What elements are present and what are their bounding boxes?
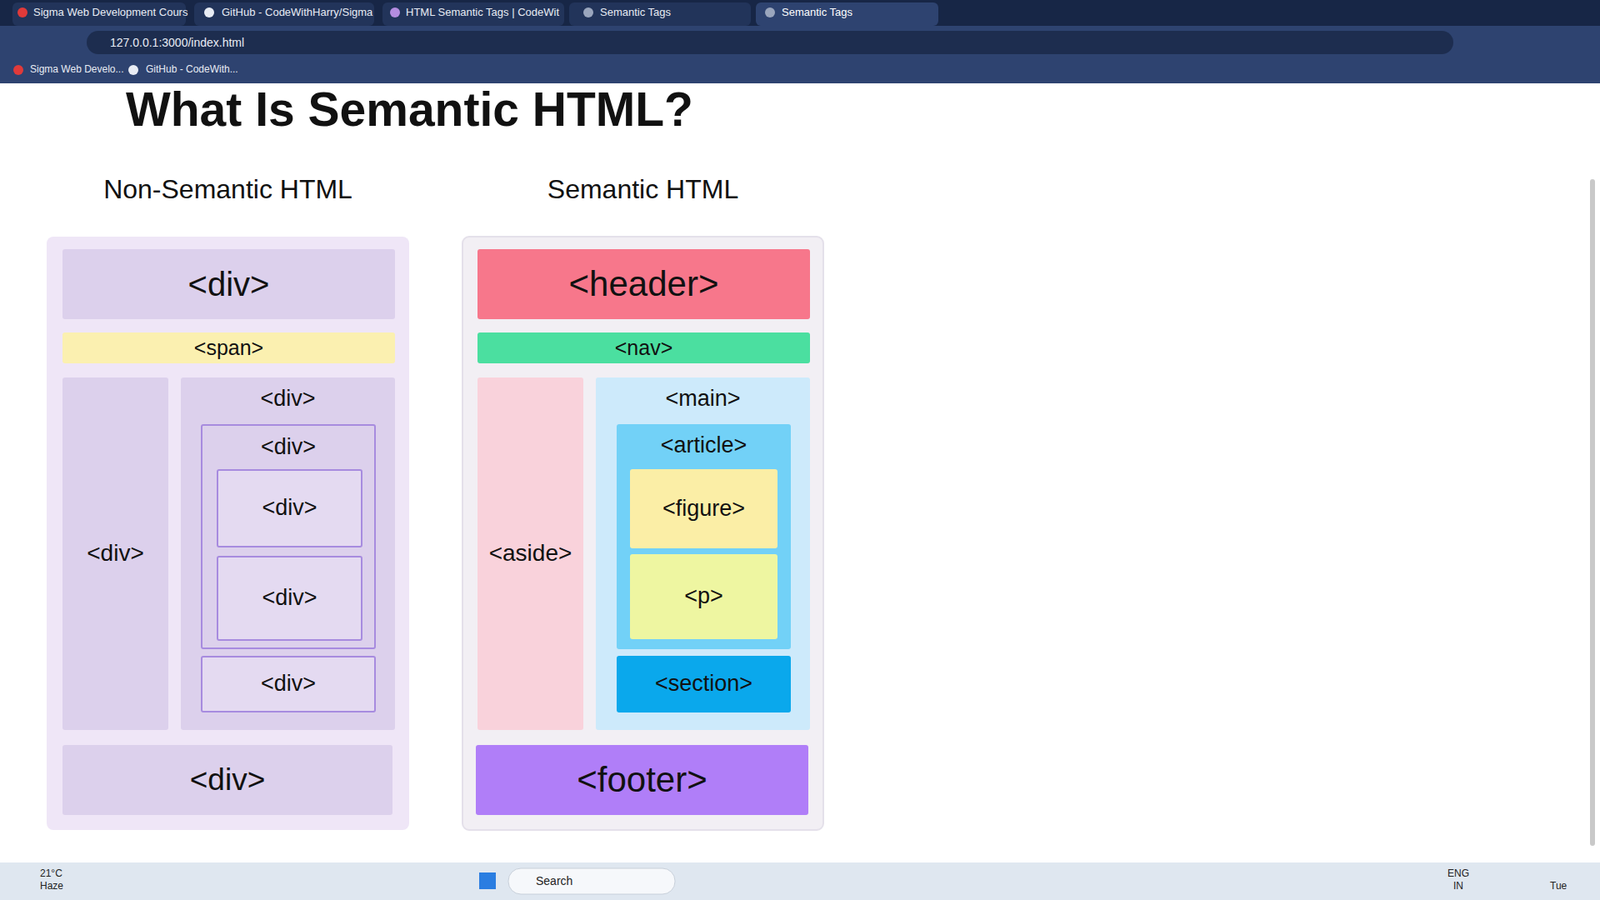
tag-label: <header> bbox=[569, 264, 720, 305]
tag-box: <figure> bbox=[630, 469, 778, 549]
tag-label: <span> bbox=[194, 335, 264, 360]
tag-box: <nav> bbox=[477, 332, 810, 364]
left-panel bbox=[46, 236, 410, 830]
browser-text: GitHub - CodeWith... bbox=[145, 63, 239, 75]
tag-box: <span> bbox=[62, 332, 395, 364]
tag-box: <p> bbox=[630, 554, 778, 640]
browser-text: Semantic Tags bbox=[781, 5, 853, 20]
browser-text: Semantic Tags bbox=[600, 5, 671, 20]
tab bbox=[382, 2, 565, 26]
taskbar-text: Tue bbox=[1550, 880, 1567, 892]
taskbar-text: Search bbox=[535, 874, 573, 889]
tag-box: <div> bbox=[216, 555, 363, 641]
tag-box: <footer> bbox=[475, 745, 809, 815]
scrollbar bbox=[1590, 179, 1595, 846]
tag-box: <div> <div> <div> bbox=[200, 424, 376, 650]
layout-panel: Semantic HTML<header><nav><aside><main><… bbox=[462, 236, 824, 830]
tag-label: <div> bbox=[86, 540, 145, 567]
tag-box: <aside> bbox=[477, 377, 584, 730]
tag-box: <div> bbox=[62, 377, 169, 730]
tag-box: <article> <figure> <p> bbox=[616, 424, 791, 650]
panel-heading: Semantic HTML bbox=[462, 174, 824, 205]
tag-label: <footer> bbox=[576, 760, 707, 800]
tag-box: <div> <div> <div> <div> <div> bbox=[180, 377, 395, 730]
layout-panel: Non-Semantic HTML<div><span><div><div><d… bbox=[46, 236, 410, 830]
tab bbox=[569, 2, 751, 26]
tag-box: <main> <article> <figure> <p> <section> bbox=[595, 377, 810, 730]
tag-box: <section> bbox=[616, 655, 791, 713]
favicon bbox=[204, 7, 215, 18]
bookmark-icon bbox=[128, 65, 139, 75]
tag-box: <div> bbox=[200, 655, 376, 713]
tag-label: <div> bbox=[260, 385, 315, 412]
browser-text: Sigma Web Develo... bbox=[30, 63, 125, 75]
tag-box: <div> bbox=[62, 249, 395, 320]
tag-label: <div> bbox=[188, 265, 270, 304]
tag-label: <div> bbox=[261, 585, 317, 611]
tag-label: <div> bbox=[260, 434, 316, 460]
tag-label: <div> bbox=[261, 495, 317, 521]
tag-label: <p> bbox=[684, 583, 724, 610]
address-field bbox=[86, 30, 1454, 55]
search-pill bbox=[508, 868, 675, 895]
page-title: What Is Semantic HTML? bbox=[125, 83, 694, 136]
tag-box: <div> bbox=[62, 745, 393, 815]
start-icon bbox=[479, 872, 496, 890]
favicon bbox=[390, 7, 400, 18]
tag-label: <div> bbox=[190, 762, 266, 799]
active-tab bbox=[755, 2, 939, 26]
tag-label: <figure> bbox=[662, 495, 745, 522]
tab-bar bbox=[0, 0, 1600, 26]
tag-label: <main> bbox=[665, 385, 740, 412]
tag-box: <div> bbox=[216, 469, 363, 548]
browser-text: 127.0.0.1:3000/index.html bbox=[110, 35, 245, 50]
taskbar-text: IN bbox=[1453, 880, 1464, 892]
tag-label: <div> bbox=[260, 670, 316, 697]
tag-label: <aside> bbox=[489, 540, 573, 567]
tag-label: <nav> bbox=[615, 335, 674, 360]
tag-label: <section> bbox=[655, 670, 753, 697]
browser-text: GitHub - CodeWithHarry/Sigma bbox=[221, 5, 373, 20]
taskbar bbox=[0, 862, 1600, 900]
tag-box: <header> bbox=[477, 249, 810, 320]
tag-label: <article> bbox=[660, 432, 748, 459]
right-panel bbox=[462, 236, 824, 830]
favicon bbox=[17, 7, 28, 18]
taskbar-text: ENG bbox=[1447, 867, 1470, 880]
panel-heading: Non-Semantic HTML bbox=[46, 174, 410, 205]
tab bbox=[194, 2, 375, 26]
taskbar-text: 21°C bbox=[40, 867, 63, 880]
browser-text: Sigma Web Development Cours bbox=[33, 5, 188, 20]
bookmark-icon bbox=[13, 65, 24, 75]
favicon bbox=[583, 7, 594, 18]
browser-text: HTML Semantic Tags | CodeWit bbox=[405, 5, 560, 20]
toolbar bbox=[0, 25, 1600, 84]
taskbar-text: Haze bbox=[40, 880, 64, 892]
favicon bbox=[765, 7, 775, 18]
